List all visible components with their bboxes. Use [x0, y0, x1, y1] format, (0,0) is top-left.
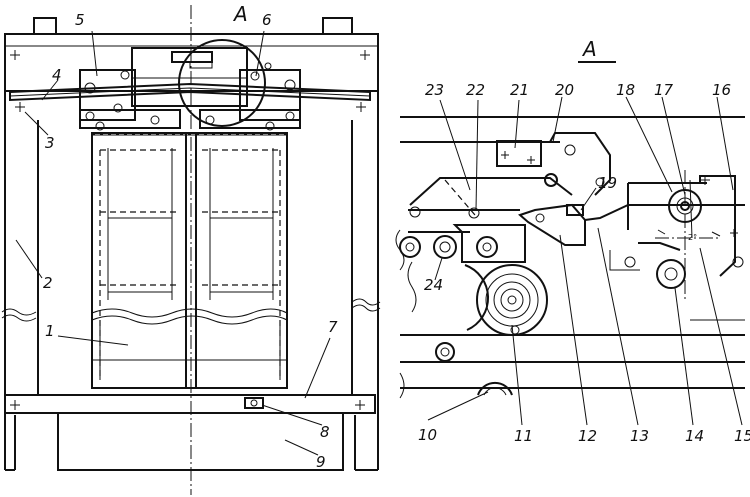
callout-label: 18: [616, 81, 635, 99]
callout-label: 23: [425, 81, 444, 99]
leader-lines-detail: [427, 96, 743, 426]
callout-label: 22: [466, 81, 485, 99]
callout-label: 5: [75, 11, 85, 29]
callout-label: 13: [630, 427, 649, 445]
callout-label: 14: [685, 427, 704, 445]
callout-label: 9: [316, 453, 326, 471]
callout-label: 1: [45, 322, 55, 340]
callout-label: 3: [45, 134, 55, 152]
callout-label: 20: [555, 81, 574, 99]
callout-label: 19: [598, 174, 617, 192]
callout-label: 12: [578, 427, 597, 445]
callout-label: 7: [328, 318, 338, 336]
callout-label: 24: [424, 276, 443, 294]
callout-label: 8: [320, 423, 330, 441]
callout-label: 17: [654, 81, 674, 99]
callout-label: 6: [262, 11, 272, 29]
callout-label: 10: [418, 426, 437, 444]
callout-label: 4: [52, 66, 62, 84]
callout-label: 11: [514, 427, 533, 445]
detail-view-a: 2°: [395, 61, 745, 399]
leader-lines-front: [15, 30, 331, 456]
callout-label: 15: [734, 427, 750, 445]
callout-label: 2: [43, 274, 53, 292]
label-group: A A 1 2 3 4 5 6 7 8 9 10 11 12 13 14 15 …: [43, 2, 750, 471]
callout-label: 21: [510, 81, 529, 99]
callout-label: 16: [712, 81, 731, 99]
front-view: [1, 5, 381, 495]
svg-text:2°: 2°: [688, 233, 697, 242]
detail-marker-label: A: [232, 2, 248, 26]
detail-title-label: A: [581, 37, 597, 61]
